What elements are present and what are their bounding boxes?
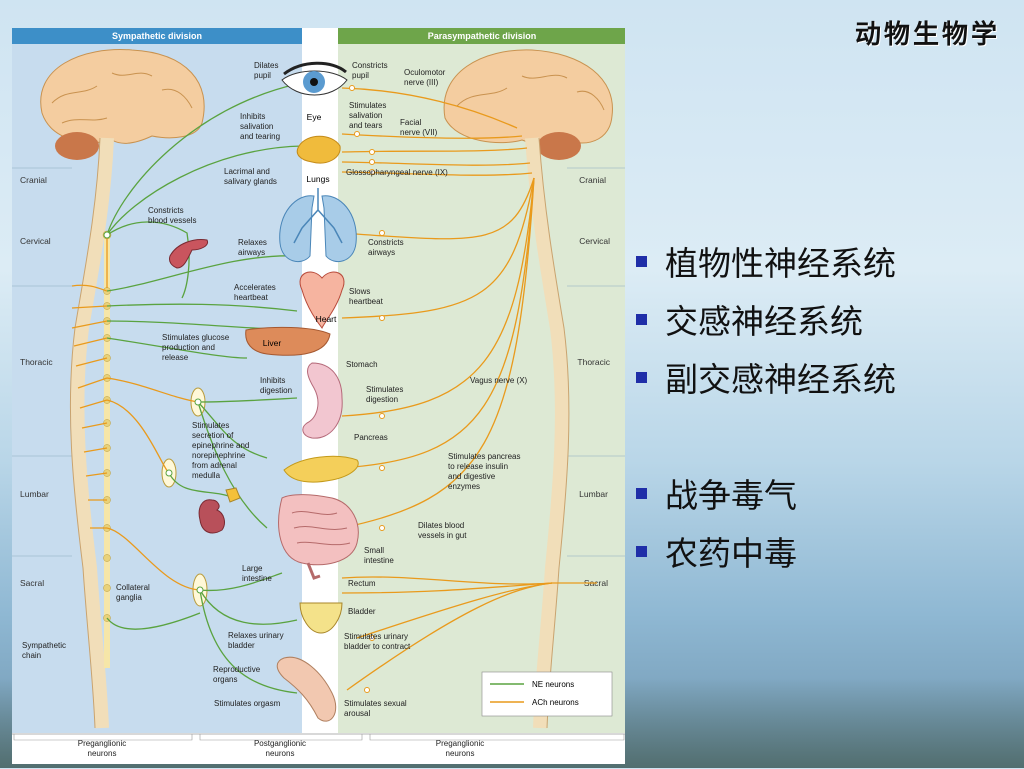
bullet-item: 农药中毒: [636, 522, 1016, 580]
bladder-illustration: [299, 602, 343, 634]
cerebellum-right: [537, 132, 581, 160]
sympathetic-preganglionic-fibers: [71, 238, 201, 591]
legend-ach: ACh neurons: [532, 698, 579, 707]
organ-label-eye: Eye: [307, 112, 322, 122]
autonomic-diagram: Sympathetic division Parasympathetic div…: [12, 28, 625, 764]
parasympathetic-fibers: [341, 87, 597, 691]
diagram-svg: Sympathetic division Parasympathetic div…: [12, 28, 625, 758]
eye-illustration: [281, 61, 348, 96]
sympathetic-header: Sympathetic division: [112, 31, 202, 41]
sympathetic-postganglionic-fibers: [106, 83, 303, 694]
svg-text:Pancreas: Pancreas: [354, 433, 388, 442]
region-label: Cervical: [20, 236, 51, 246]
organ-label-liver: Liver: [263, 338, 282, 348]
bullet-square-icon: [636, 313, 647, 325]
svg-text:Rectum: Rectum: [348, 579, 376, 588]
reproductive-illustration: [276, 656, 337, 722]
region-label: Lumbar: [579, 489, 608, 499]
stomach-illustration: [302, 362, 343, 439]
svg-text:Glossopharyngeal nerve (IX): Glossopharyngeal nerve (IX): [346, 168, 448, 177]
bullet-item: 战争毒气: [636, 464, 1016, 522]
brain-right: [443, 49, 613, 147]
brand-title: 动物生物学: [854, 20, 1000, 50]
svg-text:Stimulates orgasm: Stimulates orgasm: [214, 699, 281, 708]
bullet-item: 副交感神经系统: [636, 348, 1016, 406]
region-label: Cranial: [579, 175, 606, 185]
svg-text:Vagus nerve (X): Vagus nerve (X): [470, 376, 528, 385]
bullet-list: 植物性神经系统 交感神经系统 副交感神经系统 战争毒气 农药中毒: [636, 232, 1016, 580]
region-label: Lumbar: [20, 489, 49, 499]
bullet-square-icon: [636, 371, 647, 383]
region-label: Thoracic: [577, 357, 610, 367]
spinal-cord-left: [70, 137, 114, 729]
bullet-square-icon: [636, 545, 647, 557]
bullet-item: 植物性神经系统: [636, 232, 1016, 290]
spinal-cord-right: [525, 137, 569, 729]
blood-vessel-illustration: [169, 239, 209, 269]
kidney-adrenal-illustration: [198, 487, 241, 534]
liver-illustration: [245, 326, 331, 356]
sympathetic-header-bar: [12, 28, 302, 44]
bullet-square-icon: [636, 487, 647, 499]
region-labels-left: Cranial Cervical Thoracic Lumbar Sacral: [20, 175, 53, 588]
bullet-item: 交感神经系统: [636, 290, 1016, 348]
bullet-square-icon: [636, 255, 647, 267]
organ-label-heart: Heart: [316, 314, 337, 324]
heart-illustration: [299, 271, 345, 329]
region-label: Cranial: [20, 175, 47, 185]
lungs-illustration: [279, 188, 357, 263]
parasympathetic-header-bar: [338, 28, 625, 44]
region-label: Cervical: [579, 236, 610, 246]
legend-ne: NE neurons: [532, 680, 574, 689]
legend: NE neurons ACh neurons: [481, 671, 613, 717]
svg-text:Bladder: Bladder: [348, 607, 376, 616]
organ-label-lungs: Lungs: [306, 174, 329, 184]
region-label: Thoracic: [20, 357, 53, 367]
intestines-illustration: [278, 494, 359, 580]
salivary-gland: [296, 135, 341, 164]
svg-text:Stomach: Stomach: [346, 360, 378, 369]
brain-left: [40, 49, 205, 144]
region-label: Sacral: [20, 578, 44, 588]
region-dividers: [12, 167, 625, 557]
pancreas-illustration: [283, 455, 359, 483]
parasympathetic-header: Parasympathetic division: [428, 31, 537, 41]
cerebellum-left: [55, 132, 99, 160]
